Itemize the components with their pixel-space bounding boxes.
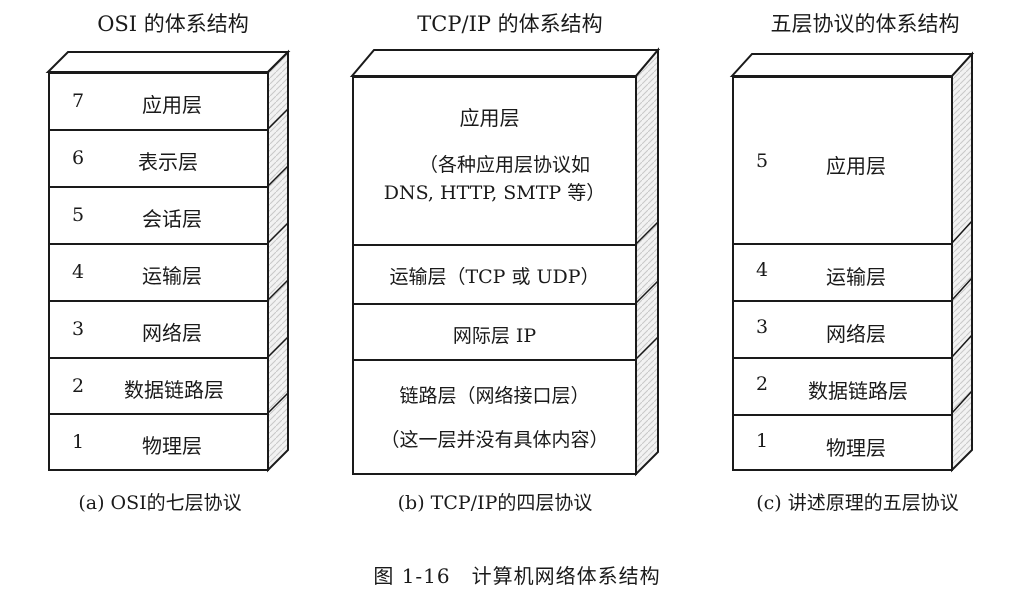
transport-layer-label: 运输层（TCP 或 UDP） — [389, 266, 600, 288]
five-layer-5: 5 应用层 — [734, 78, 951, 245]
tcpip-link-layer: 链路层（网络接口层） （这一层并没有具体内容） — [354, 361, 635, 475]
tcpip-application-layer: 应用层 （各种应用层协议如 DNS, HTTP, SMTP 等） — [354, 78, 635, 246]
osi-caption: (a) OSI的七层协议 — [78, 492, 242, 514]
layer-label: 网络层 — [826, 322, 886, 346]
osi-layer-2: 2 数据链路层 — [50, 359, 267, 415]
layer-label: 会话层 — [142, 207, 202, 231]
tcpip-top-face — [349, 49, 661, 77]
five-layer-2: 2 数据链路层 — [734, 359, 951, 416]
tcpip-stack: 应用层 （各种应用层协议如 DNS, HTTP, SMTP 等） 运输层（TCP… — [352, 76, 637, 475]
layer-number: 1 — [72, 431, 85, 453]
link-layer-note: （这一层并没有具体内容） — [380, 429, 609, 451]
layer-number: 3 — [72, 318, 85, 340]
layer-number: 1 — [756, 430, 769, 452]
layer-number: 4 — [756, 259, 769, 281]
tcpip-internet-layer: 网际层 IP — [354, 305, 635, 361]
application-layer-note-2: DNS, HTTP, SMTP 等） — [383, 182, 606, 204]
layer-label: 物理层 — [826, 436, 886, 460]
five-top-face — [729, 53, 975, 77]
tcpip-transport-layer: 运输层（TCP 或 UDP） — [354, 246, 635, 305]
osi-top-face — [45, 51, 291, 73]
layer-label: 表示层 — [138, 150, 198, 174]
osi-layer-5: 5 会话层 — [50, 188, 267, 245]
layer-label: 应用层 — [142, 93, 202, 117]
side-separators — [267, 108, 973, 414]
layer-label: 应用层 — [826, 154, 886, 178]
osi-layer-7: 7 应用层 — [50, 74, 267, 131]
link-layer-label: 链路层（网络接口层） — [399, 385, 590, 407]
osi-layer-1: 1 物理层 — [50, 415, 267, 471]
layer-number: 3 — [756, 316, 769, 338]
five-side-face — [951, 51, 973, 473]
five-layer-caption: (c) 讲述原理的五层协议 — [756, 492, 959, 514]
figure-caption: 图 1-16 计算机网络体系结构 — [373, 564, 661, 588]
five-layer-3: 3 网络层 — [734, 302, 951, 359]
layer-label: 运输层 — [826, 265, 886, 289]
application-layer-note-1: （各种应用层协议如 — [418, 154, 590, 176]
five-layer-4: 4 运输层 — [734, 245, 951, 302]
five-layer-1: 1 物理层 — [734, 416, 951, 471]
five-layer-title: 五层协议的体系结构 — [770, 12, 960, 36]
layer-number: 5 — [756, 150, 769, 172]
osi-title: OSI 的体系结构 — [97, 12, 249, 36]
layer-number: 7 — [72, 90, 85, 112]
layer-number: 6 — [72, 147, 85, 169]
osi-side-face — [267, 49, 289, 473]
layer-label: 运输层 — [142, 264, 202, 288]
osi-layer-4: 4 运输层 — [50, 245, 267, 302]
tcpip-caption: (b) TCP/IP的四层协议 — [397, 492, 593, 514]
five-layer-stack: 5 应用层 4 运输层 3 网络层 2 数据链路层 1 物理层 — [732, 76, 953, 471]
application-layer-title: 应用层 — [459, 106, 520, 130]
tcpip-title: TCP/IP 的体系结构 — [417, 12, 603, 36]
layer-label: 数据链路层 — [808, 379, 908, 403]
layer-label: 数据链路层 — [124, 378, 224, 402]
layer-number: 5 — [72, 204, 85, 226]
osi-layer-3: 3 网络层 — [50, 302, 267, 359]
internet-layer-label: 网际层 IP — [452, 325, 537, 347]
osi-layer-6: 6 表示层 — [50, 131, 267, 188]
layer-number: 2 — [756, 373, 769, 395]
layer-label: 网络层 — [142, 321, 202, 345]
layer-label: 物理层 — [142, 434, 202, 458]
layer-number: 4 — [72, 261, 85, 283]
osi-stack: 7 应用层 6 表示层 5 会话层 4 运输层 3 网络层 2 数据链路层 1 … — [48, 72, 269, 471]
layer-number: 2 — [72, 375, 85, 397]
tcpip-side-face — [635, 47, 659, 477]
